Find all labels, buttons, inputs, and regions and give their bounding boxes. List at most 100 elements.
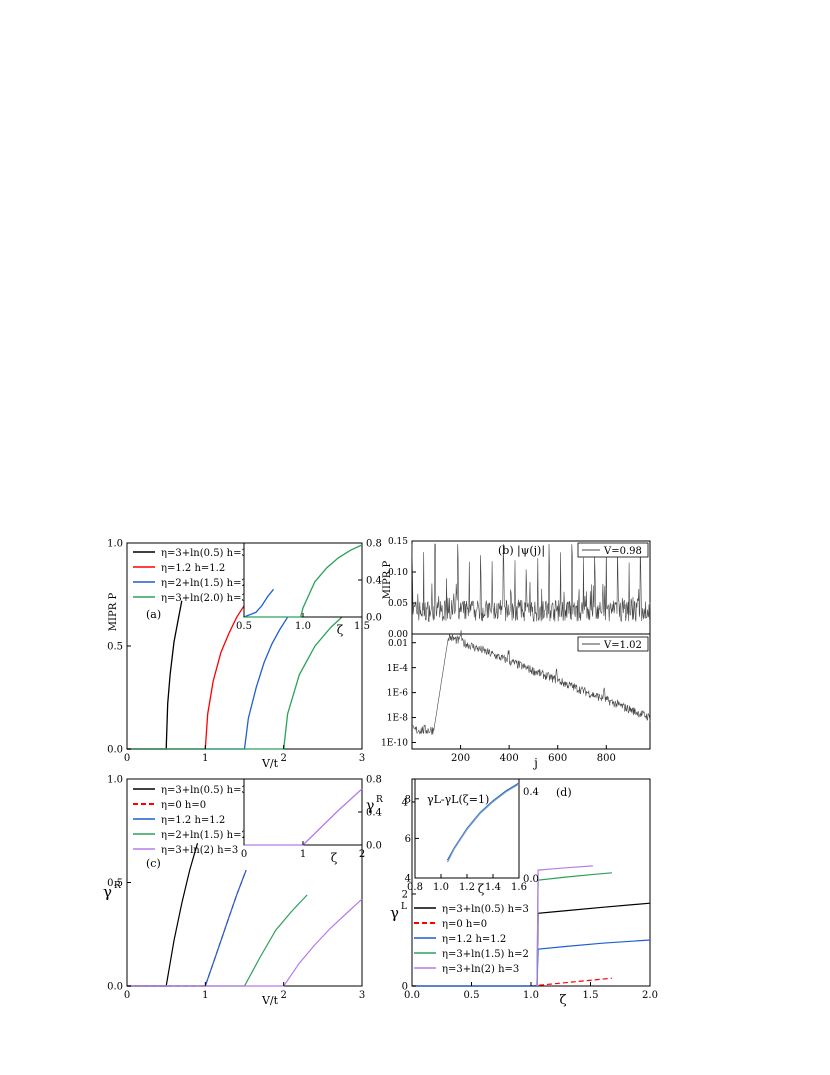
panel-b-xtick-label: 200 [451,753,470,764]
panel-b-bottom-legend: V=1.02 [577,636,649,652]
panel-c-inset-ytick-label: 0.4 [366,808,382,819]
panel-c-inset-xtick-label: 2 [359,849,365,860]
panel-b-bottom-axes-frame [411,633,651,750]
panel-c-y-axis-label-sup: R [114,881,121,891]
panel-d-y-axis-label: γ [390,904,399,922]
panel-d-inset-ytick-label: 4 [405,874,411,885]
panel-a-inset-xtick-label: 0.5 [236,621,252,632]
panel-d-inset-xtick-label: 0.8 [407,882,423,893]
panel-a-inset-xtick-label: 1.5 [354,621,370,632]
panel-c-inset-xtick-label: 1 [300,849,306,860]
panel-c-inset-ytick-label: 0.0 [366,841,382,852]
panel-d-ytick-label: 4 [402,798,408,809]
panel-d-inset-series-line [446,783,520,863]
panel-b-bottom-ytick-label: 1E-6 [387,689,409,699]
panel-d-series-line [530,977,612,987]
panel-c-ytick-label: 0.5 [107,878,123,889]
panel-d-series-line [536,865,593,987]
panel-d-ytick-label: 0 [402,982,408,993]
panel-b-bottom-ytick-label: 0.01 [388,639,408,649]
panel-d-inset-x-axis-label: ζ [478,882,485,896]
panel-d-legend-label: η=3+ln(1.5) h=2 [442,949,529,960]
panel-c-legend-label: η=3+ln(2) h=3 [161,845,238,856]
panel-a-xtick-label: 2 [280,753,286,764]
panel-a-inset: 0.5 1.0 1.50.0 0.4 0.8 ζ MIPR P [236,539,393,638]
panel-c-legend-label: η=3+ln(0.5) h=3 [161,785,248,796]
panel-d-inset-ytick-label: 6 [405,834,411,845]
panel-c-y-axis-label: γ [103,883,112,901]
panel-a-inset-ytick-label: 0.8 [366,539,382,550]
panel-a-legend-label: η=2+ln(1.5) h=2 [161,578,248,589]
panel-c-inset-axes-frame [243,778,363,846]
panel-b-top-ytick-label: 0.15 [388,537,408,547]
panel-b-top-legend: V=0.98 [577,542,649,558]
panel-b-xtick-label: 600 [548,753,567,764]
panel-d-legend-label: η=3+ln(2) h=3 [442,964,519,975]
panel-c-inset-xtick-label: 0 [241,849,247,860]
panel-b-top-ytick-label: 0.05 [388,599,408,609]
panel-b: 0.000.050.100.151E-101E-81E-61E-40.01200… [381,537,651,770]
panel-d-x-axis-label: ζ [559,993,566,1008]
panel-c-inset-ytick-label: 0.8 [366,775,382,786]
panel-b-bottom-ytick-label: 1E-8 [387,714,409,724]
panel-d-ytick-label: 2 [402,890,408,901]
panel-a-y-axis-label: MIPR P [108,593,119,632]
panel-b-bottom-ytick-label: 1E-10 [381,739,408,749]
panel-a-inset-xtick-label: 1.0 [295,621,311,632]
panel-d-inset-right-ytick-label: 0.0 [523,874,539,885]
panel-c-legend-label: η=0 h=0 [161,800,206,811]
panel-b-top-ytick-label: 0.00 [388,630,408,640]
panel-d-inset-xtick-label: 1.4 [485,882,501,893]
panel-b-xtick-label: 800 [597,753,616,764]
panel-b-x-axis-label: j [532,756,538,770]
panel-d-xtick-label: 2.0 [642,990,658,1001]
panel-a-ytick-label: 0.5 [107,642,123,653]
panel-b-bottom-ytick-label: 1E-4 [387,664,409,674]
panel-a-inset-ytick-label: 0.4 [366,576,382,587]
panel-d-legend-label: η=0 h=0 [442,919,487,930]
panel-a-inset-series-line [244,544,363,618]
panel-a-inset-x-axis-label: ζ [337,623,344,637]
panel-b-xtick-label: 400 [500,753,519,764]
panel-b-panel-label: (b) [498,544,514,557]
panel-a-inset-y-axis-label: MIPR P [382,561,393,600]
panel-c-panel-label: (c) [146,857,161,870]
panel-d-xtick-label: 0.0 [404,990,420,1001]
panel-a-legend-label: η=3+ln(0.5) h=3 [161,548,248,559]
panel-a-inset-ytick-label: 0.0 [366,613,382,624]
panel-a-legend-label: η=3+ln(2.0) h=3 [161,593,248,604]
panel-c-legend-label: η=1.2 h=1.2 [161,815,225,826]
panel-d-panel-label: (d) [556,786,572,799]
panel-b-top-legend-box [577,542,649,558]
panel-d-inset-label: γL-γL(ζ=1) [427,793,489,806]
panel-b-bottom-legend-box [577,636,649,652]
panel-a-xtick-label: 3 [359,753,365,764]
panel-d-xtick-label: 0.5 [464,990,480,1001]
panel-c-xtick-label: 3 [359,990,365,1001]
panel-a-legend-label: η=1.2 h=1.2 [161,563,225,574]
panel-c-inset-y-axis-label-sup: R [376,795,383,805]
panel-a-ytick-label: 0.0 [107,745,123,756]
panel-d-inset-xtick-label: 1.0 [433,882,449,893]
panel-c-ytick-label: 1.0 [107,775,123,786]
panel-d-inset-ytick-label: 8 [405,794,411,805]
panel-d-y-axis-label-sup: L [401,902,407,912]
panel-b-title: |ψ(j)| [517,544,545,558]
panel-c-series-line [127,898,363,987]
panel-d-inset-xtick-label: 1.6 [511,882,527,893]
panel-d-xtick-label: 1.5 [583,990,599,1001]
panel-a-inset-series-line [243,588,275,618]
panel-d-legend-label: η=1.2 h=1.2 [442,934,506,945]
panel-c-xtick-label: 0 [124,990,130,1001]
panel-c-x-axis-label: V/t [261,994,279,1007]
panel-c-xtick-label: 2 [280,990,286,1001]
panel-a-xtick-label: 1 [202,753,208,764]
panel-c-legend-label: η=2+ln(1.5) h=2 [161,830,248,841]
panel-d-inset-right-ytick-label: 0.4 [523,787,539,798]
panel-d-xtick-label: 1.0 [523,990,539,1001]
panel-c-ytick-label: 0.0 [107,982,123,993]
